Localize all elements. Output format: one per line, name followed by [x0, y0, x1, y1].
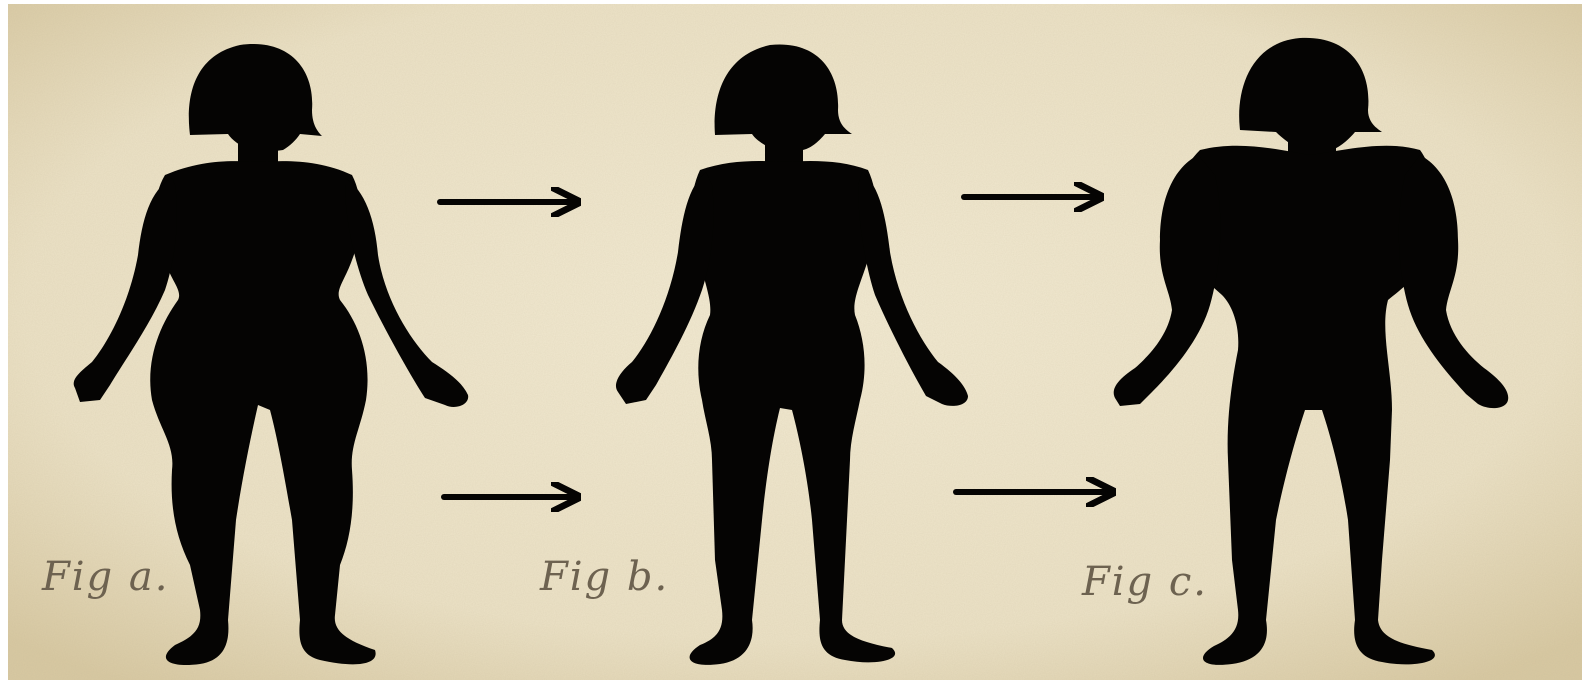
label-fig-c: Fig c. [1081, 559, 1208, 605]
label-fig-b: Fig b. [539, 554, 669, 600]
label-fig-a: Fig a. [41, 554, 169, 600]
